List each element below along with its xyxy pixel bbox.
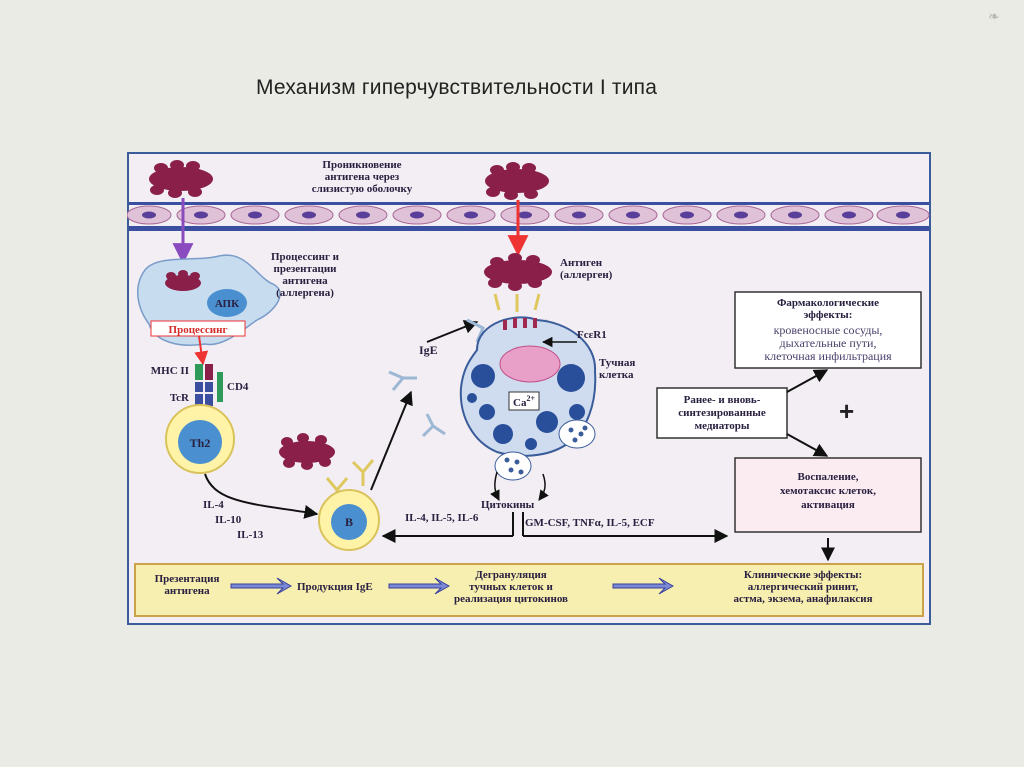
svg-text:Воспаление,: Воспаление, (797, 471, 858, 483)
th2-to-b-arrow (204, 473, 319, 519)
antigen-icon (165, 270, 201, 291)
summary-ige-production: Продукция IgE (297, 581, 373, 593)
mediators-to-inflammation-arrow (786, 433, 829, 457)
svg-text:Антиген: Антиген (560, 257, 603, 269)
mast-cell-nucleus (499, 345, 561, 383)
inflammation-box (734, 457, 922, 533)
processing-presentation-label: Процессинг и презентации антигена (аллер… (271, 251, 340, 299)
svg-text:клетка: клетка (599, 369, 634, 381)
svg-text:астма, экзема, анафилаксия: астма, экзема, анафилаксия (733, 593, 872, 605)
mast-cell-granules (467, 364, 585, 450)
svg-text:хемотаксис клеток,: хемотаксис клеток, (780, 485, 876, 497)
svg-text:реализация цитокинов: реализация цитокинов (454, 593, 568, 605)
degranulation-icon (494, 419, 596, 481)
cytokine-arrow (538, 473, 549, 501)
mhc-label: МНС II (151, 365, 189, 377)
ige-antibody-icon (493, 293, 541, 312)
svg-text:антигена через: антигена через (325, 171, 400, 183)
svg-text:Проникновение: Проникновение (322, 159, 401, 171)
antigen-allergen-label: Антиген (аллерген) (560, 257, 613, 281)
summary-antigen-presentation: Презентация антигена (155, 573, 220, 597)
pharmacological-effects-box (734, 291, 922, 369)
svg-text:тучных клеток и: тучных клеток и (469, 581, 553, 593)
mediators-to-pharma-arrow (786, 369, 829, 393)
slide-title: Механизм гиперчувствительности I типа (256, 76, 658, 99)
summary-clinical-effects: Клинические эффекты: аллергический ринит… (733, 569, 872, 605)
flow-arrow-icon (388, 577, 451, 595)
ige-to-mast-arrow (426, 320, 479, 343)
antigen-icon (149, 160, 213, 198)
svg-text:(аллергена): (аллергена) (276, 287, 334, 299)
svg-text:синтезированные: синтезированные (678, 407, 766, 419)
b-cell-label: B (345, 515, 353, 529)
ige-label: IgE (419, 343, 438, 357)
flow-arrow-icon (230, 577, 293, 595)
mast-cell-label: Тучная клетка (599, 357, 635, 381)
svg-text:Тучная: Тучная (599, 357, 635, 369)
svg-text:IL-4: IL-4 (203, 499, 224, 511)
interleukins-mid-label: IL-4, IL-5, IL-6 (405, 512, 479, 524)
svg-text:АПК: АПК (215, 298, 239, 310)
tcr-label: TcR (170, 392, 190, 404)
svg-text:Презентация: Презентация (155, 573, 220, 585)
svg-text:кровеносные сосуды,: кровеносные сосуды, (774, 323, 883, 337)
svg-text:Дегрануляция: Дегрануляция (475, 569, 547, 581)
svg-text:Фармакологические: Фармакологические (777, 297, 879, 309)
cytokines-label: Цитокины (481, 499, 535, 511)
svg-text:Процессинг и: Процессинг и (271, 251, 340, 263)
mediators-box (656, 387, 788, 439)
hypersensitivity-diagram: Проникновение антигена через слизистую о… (127, 152, 931, 625)
svg-text:эффекты:: эффекты: (804, 309, 853, 321)
processing-arrow (194, 335, 209, 366)
ige-antibody-icon (388, 370, 446, 438)
antigen-icon (485, 162, 549, 200)
svg-text:Ранее- и вновь-: Ранее- и вновь- (684, 394, 761, 406)
processing-tag (150, 320, 246, 337)
mucosa-membrane (127, 202, 930, 231)
b-to-ige-arrow (370, 390, 413, 491)
slide-corner-icon: ❧ (988, 8, 1000, 24)
gm-csf-label: GM-CSF, TNFα, IL-5, ECF (525, 517, 655, 529)
svg-text:клеточная инфильтрация: клеточная инфильтрация (764, 349, 892, 363)
svg-text:антигена: антигена (164, 585, 210, 597)
svg-text:активация: активация (801, 499, 855, 511)
flow-arrow-icon (612, 577, 675, 595)
penetration-label: Проникновение антигена через слизистую о… (312, 159, 413, 195)
svg-text:антигена: антигена (282, 275, 328, 287)
calcium-box (508, 391, 540, 411)
antigen-icon (484, 253, 552, 291)
svg-text:презентации: презентации (273, 263, 337, 275)
calcium-label: Ca2+ (513, 394, 535, 409)
antigen-icon (279, 433, 335, 470)
bottom-summary-bar (134, 563, 924, 617)
svg-text:аллергический ринит,: аллергический ринит, (748, 581, 859, 593)
mast-cell-fcer1-receptors (503, 318, 537, 330)
apc-nucleus (207, 289, 247, 317)
svg-text:медиаторы: медиаторы (695, 420, 750, 432)
svg-text:IL-13: IL-13 (237, 529, 264, 541)
cytokine-arrow (490, 471, 500, 501)
svg-text:Процессинг: Процессинг (169, 324, 228, 336)
svg-text:дыхательные пути,: дыхательные пути, (780, 336, 877, 350)
th2-label: Th2 (190, 436, 211, 450)
fcer1-label: FcεR1 (577, 329, 607, 341)
cd4-label: CD4 (227, 381, 249, 393)
plus-sign: + (839, 396, 854, 426)
svg-text:слизистую оболочку: слизистую оболочку (312, 183, 413, 195)
mhc-tcr-complex (195, 364, 223, 406)
svg-text:(аллерген): (аллерген) (560, 269, 613, 281)
interleukins-left: IL-4 IL-10 IL-13 (203, 499, 264, 541)
summary-degranulation: Дегрануляция тучных клеток и реализация … (454, 569, 568, 605)
svg-text:IL-10: IL-10 (215, 514, 242, 526)
svg-text:Клинические эффекты:: Клинические эффекты: (744, 569, 862, 581)
